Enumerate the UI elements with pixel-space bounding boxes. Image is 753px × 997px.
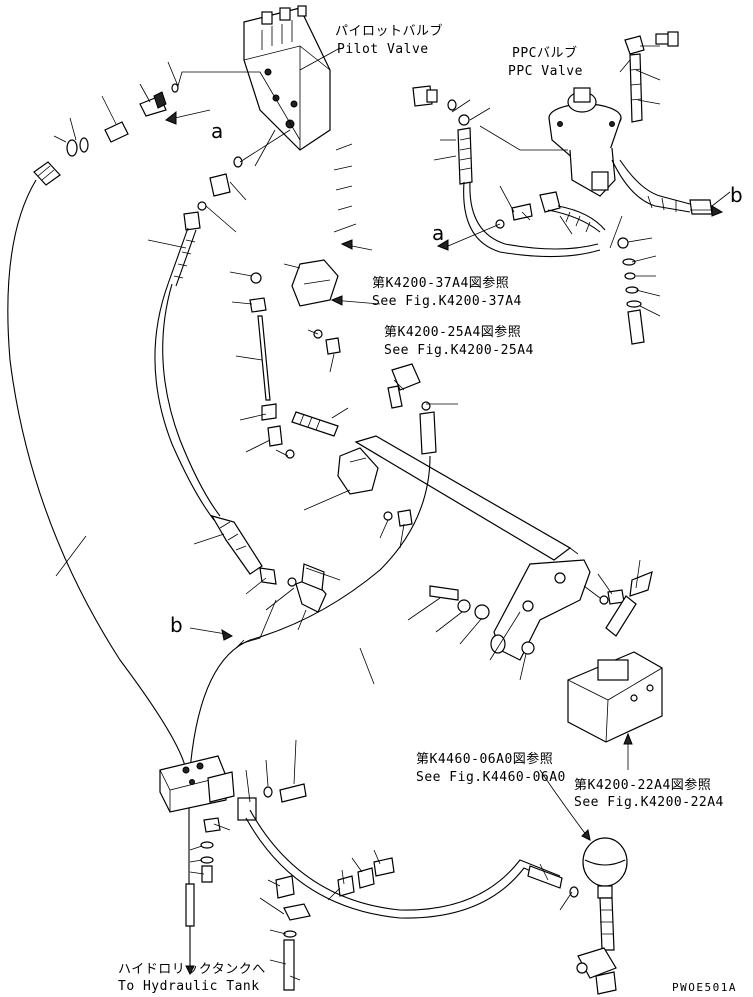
seat-bracket (567, 571, 663, 743)
ppc-fittings (412, 31, 713, 345)
marker-a-pilot: a (211, 119, 224, 143)
ref-06a0-label-en: See Fig.K4460-06A0 (416, 770, 566, 785)
drawing-code: PWOE501A (672, 981, 737, 994)
lower-clamps (275, 857, 395, 991)
ref-06a0-label-jp: 第K4460-06A0図参照 (416, 752, 554, 767)
pilot-valve-label-en: Pilot Valve (337, 42, 429, 57)
mounting-plate (493, 559, 591, 661)
ref-37a4-label-jp: 第K4200-37A4図参照 (372, 276, 510, 291)
ppc-valve-label-en: PPC Valve (508, 64, 583, 79)
arrow-heads (165, 110, 724, 841)
accumulator (527, 837, 628, 995)
bracket-assembly (249, 259, 437, 459)
ppc-valve-label-jp: PPCバルブ (512, 46, 578, 61)
pilot-valve (243, 5, 331, 151)
tank-label-en: To Hydraulic Tank (118, 979, 260, 994)
ref-37a4-label-en: See Fig.K4200-37A4 (372, 294, 522, 309)
marker-b-ppc: b (730, 183, 744, 207)
ppc-valve (548, 87, 622, 197)
marker-b-lower: b (170, 613, 184, 637)
leader-lines (53, 45, 731, 981)
pilot-valve-label-jp: パイロットバルブ (335, 24, 444, 39)
left-hose-fittings (33, 83, 243, 287)
marker-a-ppc: a (432, 221, 445, 245)
tank-label-jp: ハイドロリックタンクへ (118, 962, 266, 977)
ref-22a4-label-jp: 第K4200-22A4図参照 (574, 778, 712, 793)
manifold-block (159, 755, 307, 976)
ref-25a4-label-en: See Fig.K4200-25A4 (384, 343, 534, 358)
lever-bar (354, 435, 572, 561)
hose-left-long (7, 179, 187, 771)
ref-22a4-label-en: See Fig.K4200-22A4 (574, 795, 724, 810)
ref-25a4-label-jp: 第K4200-25A4図参照 (384, 325, 522, 340)
